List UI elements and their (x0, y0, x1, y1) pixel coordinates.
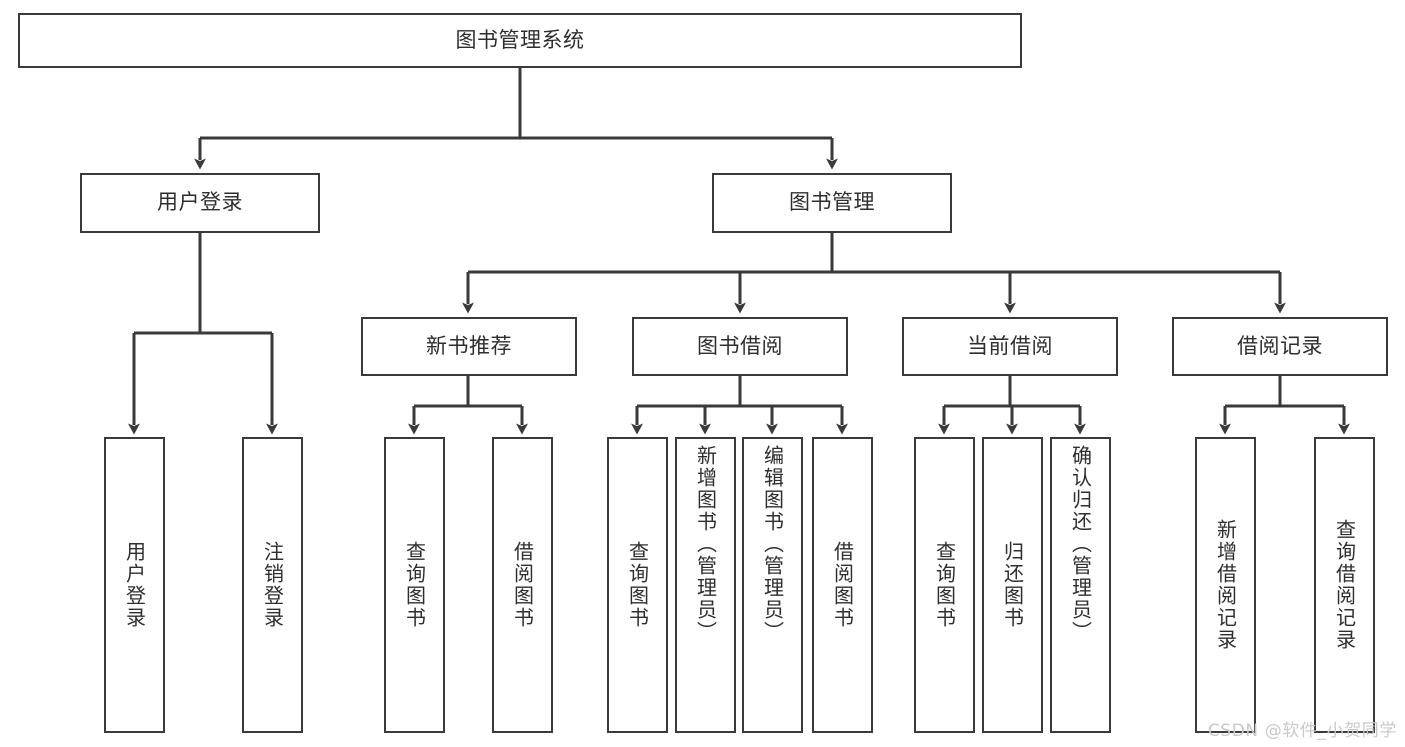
node-leaf-user-login[interactable]: 用户登录 (104, 437, 165, 733)
node-leaf-recommend-borrow-book-label: 借阅图书 (510, 541, 535, 629)
node-leaf-recommend-query-book[interactable]: 查询图书 (384, 437, 445, 733)
node-leaf-current-return-book[interactable]: 归还图书 (982, 437, 1043, 733)
node-leaf-current-confirm-return[interactable]: 确认归还（管理员） (1050, 437, 1111, 733)
node-leaf-recommend-borrow-book[interactable]: 借阅图书 (492, 437, 553, 733)
node-leaf-record-search[interactable]: 查询借阅记录 (1314, 437, 1375, 733)
node-leaf-borrow-edit-book[interactable]: 编辑图书（管理员） (742, 437, 803, 733)
node-book-manage-label: 图书管理 (789, 190, 875, 215)
node-leaf-record-add[interactable]: 新增借阅记录 (1195, 437, 1256, 733)
node-leaf-current-query-book[interactable]: 查询图书 (914, 437, 975, 733)
node-leaf-borrow-lend-book-label: 借阅图书 (830, 541, 855, 629)
node-user-login-label: 用户登录 (157, 190, 243, 215)
node-user-login[interactable]: 用户登录 (80, 173, 320, 233)
node-current-borrow[interactable]: 当前借阅 (902, 317, 1118, 376)
node-root-label: 图书管理系统 (455, 27, 585, 52)
node-root[interactable]: 图书管理系统 (18, 13, 1022, 68)
node-book-borrow[interactable]: 图书借阅 (632, 317, 848, 376)
node-current-borrow-label: 当前借阅 (967, 333, 1053, 358)
node-leaf-record-add-label: 新增借阅记录 (1213, 519, 1238, 651)
node-leaf-borrow-add-book-label: 新增图书（管理员） (693, 445, 718, 643)
node-leaf-borrow-query-book-label: 查询图书 (625, 541, 650, 629)
node-book-manage[interactable]: 图书管理 (712, 173, 952, 233)
node-leaf-current-return-book-label: 归还图书 (1000, 541, 1025, 629)
node-book-borrow-label: 图书借阅 (697, 333, 783, 358)
node-leaf-user-logout-label: 注销登录 (260, 541, 285, 629)
node-leaf-borrow-query-book[interactable]: 查询图书 (607, 437, 668, 733)
node-leaf-user-logout[interactable]: 注销登录 (242, 437, 303, 733)
node-leaf-borrow-lend-book[interactable]: 借阅图书 (812, 437, 873, 733)
node-leaf-record-search-label: 查询借阅记录 (1332, 519, 1357, 651)
node-leaf-user-login-label: 用户登录 (122, 541, 147, 629)
node-leaf-borrow-add-book[interactable]: 新增图书（管理员） (675, 437, 736, 733)
node-leaf-current-confirm-return-label: 确认归还（管理员） (1068, 445, 1093, 643)
node-borrow-record[interactable]: 借阅记录 (1172, 317, 1388, 376)
node-leaf-recommend-query-book-label: 查询图书 (402, 541, 427, 629)
node-leaf-borrow-edit-book-label: 编辑图书（管理员） (760, 445, 785, 643)
node-new-book-recommend[interactable]: 新书推荐 (361, 317, 577, 376)
node-leaf-current-query-book-label: 查询图书 (932, 541, 957, 629)
node-borrow-record-label: 借阅记录 (1237, 333, 1323, 358)
node-new-book-recommend-label: 新书推荐 (426, 333, 512, 358)
